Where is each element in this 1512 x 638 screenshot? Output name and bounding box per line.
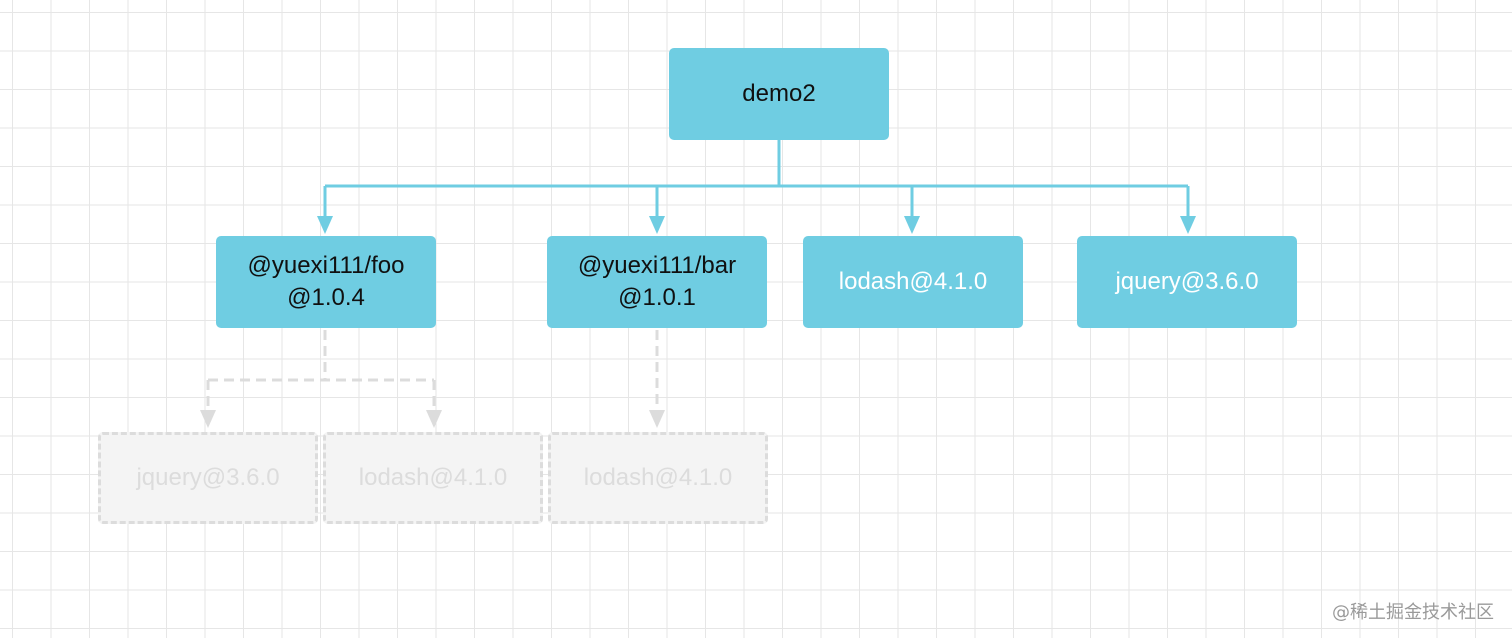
arrowhead-bar xyxy=(649,216,665,234)
dependency-node-jquery-label: jquery@3.6.0 xyxy=(1115,267,1259,295)
nested-node-lodash-bar: lodash@4.1.0 xyxy=(548,432,768,524)
root-node-label: demo2 xyxy=(742,79,816,107)
nested-node-lodash-foo-label: lodash@4.1.0 xyxy=(358,463,508,491)
dependency-node-bar-version: @1.0.1 xyxy=(618,284,696,311)
dependency-node-foo-version: @1.0.4 xyxy=(287,284,365,311)
solid-edges xyxy=(323,140,1190,220)
dependency-node-bar-name: @yuexi111/bar xyxy=(577,251,737,279)
nested-node-lodash-bar-label: lodash@4.1.0 xyxy=(583,463,733,491)
dashed-edges xyxy=(206,330,659,414)
dashed-arrowheads xyxy=(200,410,665,428)
arrowhead-jquery xyxy=(1180,216,1196,234)
dependency-node-bar: @yuexi111/bar @1.0.1 xyxy=(547,236,767,328)
arrowhead-ghost-jquery xyxy=(200,410,216,428)
watermark: @稀土掘金技术社区 xyxy=(1332,602,1494,623)
dependency-node-lodash: lodash@4.1.0 xyxy=(803,236,1023,328)
arrowhead-lodash xyxy=(904,216,920,234)
arrowhead-ghost-lodash2 xyxy=(649,410,665,428)
root-node: demo2 xyxy=(669,48,889,140)
nested-node-lodash-foo: lodash@4.1.0 xyxy=(323,432,543,524)
dependency-node-foo-name: @yuexi111/foo xyxy=(247,251,405,279)
solid-arrowheads xyxy=(317,216,1196,234)
nested-node-jquery: jquery@3.6.0 xyxy=(98,432,318,524)
nested-node-jquery-label: jquery@3.6.0 xyxy=(136,463,280,491)
dependency-node-lodash-label: lodash@4.1.0 xyxy=(838,267,988,295)
arrowhead-ghost-lodash1 xyxy=(426,410,442,428)
arrowhead-foo xyxy=(317,216,333,234)
dependency-node-jquery: jquery@3.6.0 xyxy=(1077,236,1297,328)
dependency-node-foo: @yuexi111/foo @1.0.4 xyxy=(216,236,436,328)
